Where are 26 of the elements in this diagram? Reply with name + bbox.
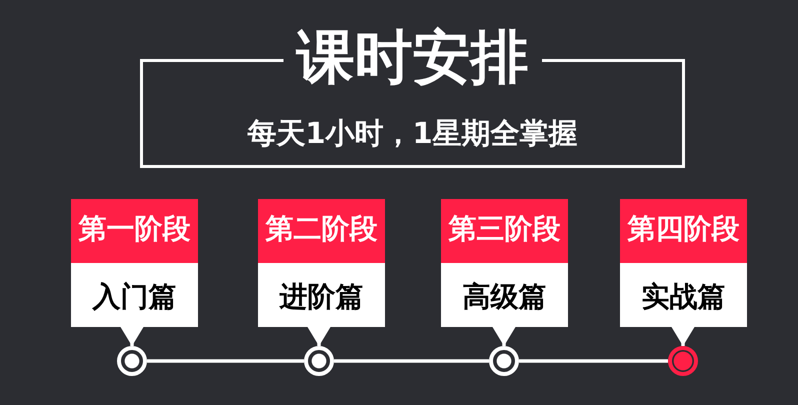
heading: 课时安排 [296,27,528,88]
timeline-line [334,359,489,363]
callout-pointer [308,327,330,346]
stage-heading: 第二阶段 [258,199,385,263]
stage-name: 实战篇 [642,280,726,314]
stage-name: 入门篇 [92,280,176,314]
callout-pointer [492,327,516,346]
stage-heading: 第四阶段 [620,199,747,263]
timeline-line [519,359,668,363]
stage-heading: 第一阶段 [71,199,198,263]
timeline-line [147,359,304,363]
stage-name: 高级篇 [462,280,546,314]
stage-card [441,199,568,327]
timeline-ring-icon [304,346,334,376]
stage-heading: 第三阶段 [441,199,568,263]
callout-pointer [120,327,144,346]
timeline-ring-icon [489,346,519,376]
stage-card [71,199,198,327]
title-frame [140,27,685,168]
callout-pointer [672,327,694,346]
timeline-ring-icon [117,346,147,376]
stage-name: 进阶篇 [280,280,364,314]
stage-card [258,199,385,327]
timeline-ring-icon [668,346,698,376]
subtitle: 每天1小时，1星期全掌握 [247,116,578,151]
stage-card [620,199,747,327]
